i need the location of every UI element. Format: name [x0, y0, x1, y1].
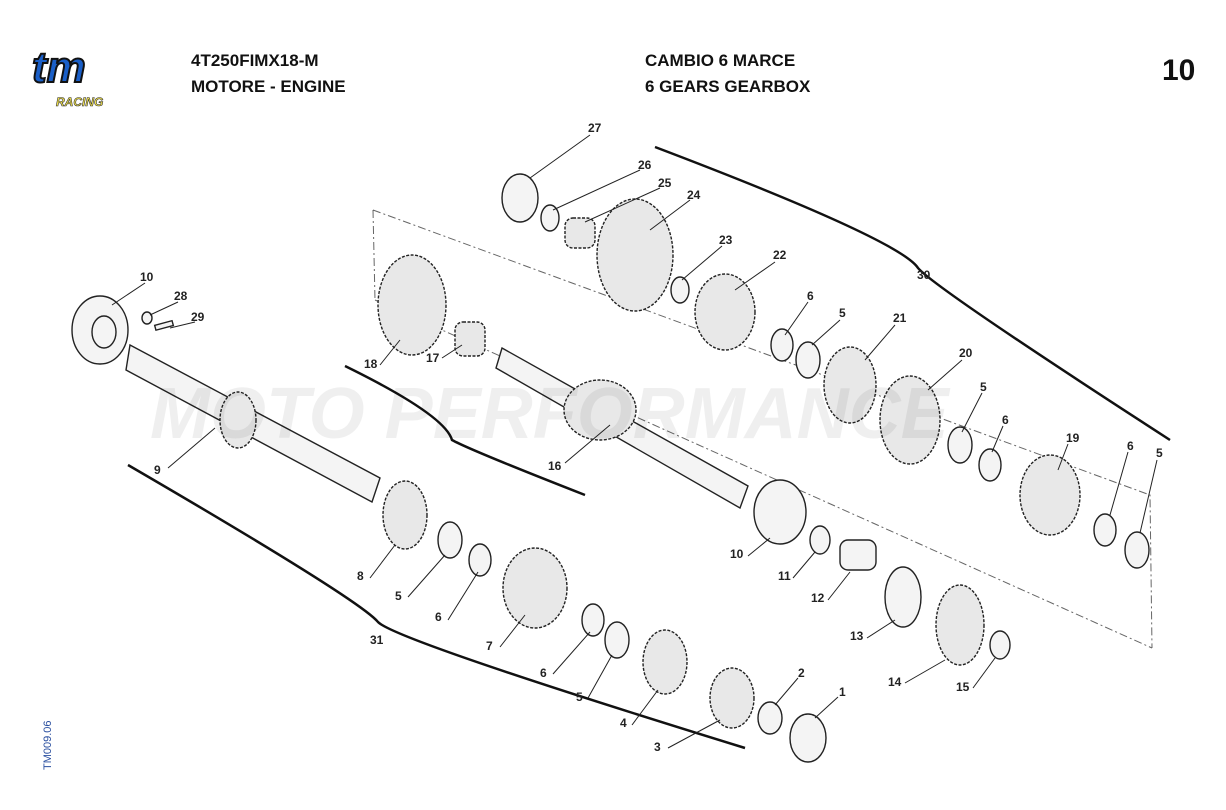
callout-5[interactable]: 5 — [395, 589, 402, 603]
logo-text: tm — [32, 48, 86, 92]
logo: tm RACING — [28, 48, 138, 110]
tm-racing-logo: tm RACING — [31, 48, 104, 109]
callout-5[interactable]: 5 — [1156, 446, 1163, 460]
sprocket-14 — [935, 584, 985, 666]
ring-5 — [437, 521, 463, 559]
bearing-10-left-inner — [91, 315, 117, 349]
title-en: 6 GEARS GEARBOX — [645, 77, 811, 96]
callout-21[interactable]: 21 — [893, 311, 907, 325]
callout-23[interactable]: 23 — [719, 233, 733, 247]
callout-10[interactable]: 10 — [140, 270, 154, 284]
gear-3 — [709, 667, 755, 729]
callout-16[interactable]: 16 — [548, 459, 562, 473]
callout-13[interactable]: 13 — [850, 629, 864, 643]
seal-13 — [884, 566, 922, 628]
bearing-1 — [789, 713, 827, 763]
callout-25[interactable]: 25 — [658, 176, 672, 190]
title-it: CAMBIO 6 MARCE — [645, 51, 796, 70]
callout-6[interactable]: 6 — [540, 666, 547, 680]
callout-12[interactable]: 12 — [811, 591, 825, 605]
gear-22 — [694, 273, 756, 351]
callout-1[interactable]: 1 — [839, 685, 846, 699]
ring-5d — [947, 426, 973, 464]
callout-4[interactable]: 4 — [620, 716, 627, 730]
leader-lines — [111, 134, 1158, 749]
gear-7 — [502, 547, 568, 629]
ring-5c — [795, 341, 821, 379]
callout-14[interactable]: 14 — [888, 675, 902, 689]
gear-18 — [377, 254, 447, 356]
clip-6b — [581, 603, 605, 637]
callout-26[interactable]: 26 — [638, 158, 652, 172]
bracket-30 — [654, 145, 1171, 442]
callout-5[interactable]: 5 — [576, 690, 583, 704]
callout-11[interactable]: 11 — [778, 569, 791, 583]
callout-31[interactable]: 31 — [370, 633, 384, 647]
callout-10[interactable]: 10 — [730, 547, 744, 561]
washer-23 — [670, 276, 690, 304]
gear-21 — [823, 346, 877, 424]
bush-12 — [839, 539, 877, 571]
callout-29[interactable]: 29 — [191, 310, 205, 324]
ring-5b — [604, 621, 630, 659]
gear-4 — [642, 629, 688, 695]
washer-26 — [540, 204, 560, 232]
callout-7[interactable]: 7 — [486, 639, 493, 653]
screw-29 — [153, 319, 175, 332]
callout-3[interactable]: 3 — [654, 740, 661, 754]
callout-30[interactable]: 30 — [917, 268, 931, 282]
callout-24[interactable]: 24 — [687, 188, 701, 202]
needle-bearing-25 — [564, 217, 596, 249]
gear-20 — [879, 375, 941, 465]
washer-2 — [757, 701, 783, 735]
spline-shaft-16 — [563, 379, 637, 441]
callout-20[interactable]: 20 — [959, 346, 973, 360]
callout-17[interactable]: 17 — [426, 351, 440, 365]
callout-27[interactable]: 27 — [588, 121, 602, 135]
page-number: 10 — [1162, 54, 1196, 87]
gear-19 — [1019, 454, 1081, 536]
ring-11 — [809, 525, 831, 555]
callout-18[interactable]: 18 — [364, 357, 378, 371]
bracket-shaft-16 — [344, 364, 586, 497]
needle-bearing-17 — [454, 321, 486, 357]
washer-28 — [141, 311, 153, 325]
callout-6[interactable]: 6 — [435, 610, 442, 624]
bearing-27 — [501, 173, 539, 223]
model-code: 4T250FIMX18-M — [191, 51, 319, 70]
bracket-31 — [127, 463, 746, 750]
clip-15 — [989, 630, 1011, 660]
clip-6c — [770, 328, 794, 362]
group-title: MOTORE - ENGINE — [191, 77, 346, 96]
callout-22[interactable]: 22 — [773, 248, 787, 262]
watermark: MOTO PERFORMANCE — [150, 374, 951, 454]
callout-2[interactable]: 2 — [798, 666, 805, 680]
callout-8[interactable]: 8 — [357, 569, 364, 583]
callout-6[interactable]: 6 — [807, 289, 814, 303]
callout-9[interactable]: 9 — [154, 463, 161, 477]
clip-6d — [978, 448, 1002, 482]
callout-5[interactable]: 5 — [839, 306, 846, 320]
gear-shaft-9 — [219, 391, 257, 449]
callout-28[interactable]: 28 — [174, 289, 188, 303]
bearing-10-right — [753, 479, 807, 545]
callout-5[interactable]: 5 — [980, 380, 987, 394]
callout-6[interactable]: 6 — [1127, 439, 1134, 453]
logo-sub: RACING — [56, 95, 103, 109]
callout-15[interactable]: 15 — [956, 680, 970, 694]
ring-5e — [1124, 531, 1150, 569]
callout-19[interactable]: 19 — [1066, 431, 1080, 445]
callout-6[interactable]: 6 — [1002, 413, 1009, 427]
gear-24 — [596, 198, 674, 312]
clip-6 — [468, 543, 492, 577]
clip-6e — [1093, 513, 1117, 547]
gear-8 — [382, 480, 428, 550]
